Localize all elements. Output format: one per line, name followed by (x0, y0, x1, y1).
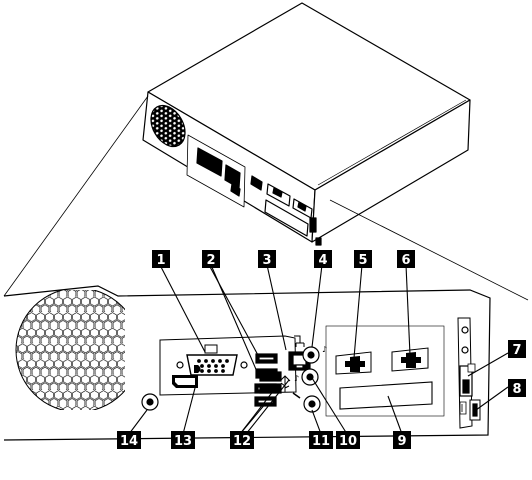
audio-line-in-icon: ♪ (294, 374, 299, 383)
svg-text:9: 9 (397, 434, 406, 449)
rear-panel-enlarged: ♪ ♪ (4, 286, 490, 440)
callout-6: 6 (397, 250, 415, 268)
computer-perspective-view (143, 3, 470, 245)
rear-fan-grille (16, 288, 140, 412)
svg-text:13: 13 (174, 434, 192, 449)
callout-10: 10 (336, 431, 360, 449)
callout-3: 3 (258, 250, 276, 268)
callout-1: 1 (152, 250, 170, 268)
callout-8: 8 (508, 379, 526, 397)
callout-5: 5 (354, 250, 372, 268)
svg-text:5: 5 (358, 253, 367, 268)
power-icon (147, 399, 153, 405)
callout-4: 4 (314, 250, 332, 268)
callout-13: 13 (171, 431, 195, 449)
svg-text:1: 1 (156, 253, 165, 268)
callout-12: 12 (230, 431, 254, 449)
svg-text:10: 10 (339, 434, 357, 449)
svg-text:6: 6 (401, 253, 410, 268)
callout-7: 7 (508, 340, 526, 358)
callout-14: 14 (117, 431, 141, 449)
power-connector (142, 394, 158, 410)
callout-2: 2 (202, 250, 220, 268)
callout-9: 9 (393, 431, 411, 449)
vga-icon (205, 345, 217, 353)
padlock-icon (468, 364, 475, 372)
microphone-icon: ♪ (322, 345, 327, 354)
svg-text:2: 2 (206, 253, 215, 268)
slot-cover-a (336, 352, 371, 374)
svg-text:8: 8 (512, 382, 521, 397)
svg-text:3: 3 (262, 253, 271, 268)
svg-text:11: 11 (312, 434, 330, 449)
svg-text:12: 12 (233, 434, 251, 449)
svg-text:7: 7 (512, 343, 521, 358)
svg-text:4: 4 (318, 253, 327, 268)
svg-text:14: 14 (120, 434, 138, 449)
callout-11: 11 (309, 431, 333, 449)
